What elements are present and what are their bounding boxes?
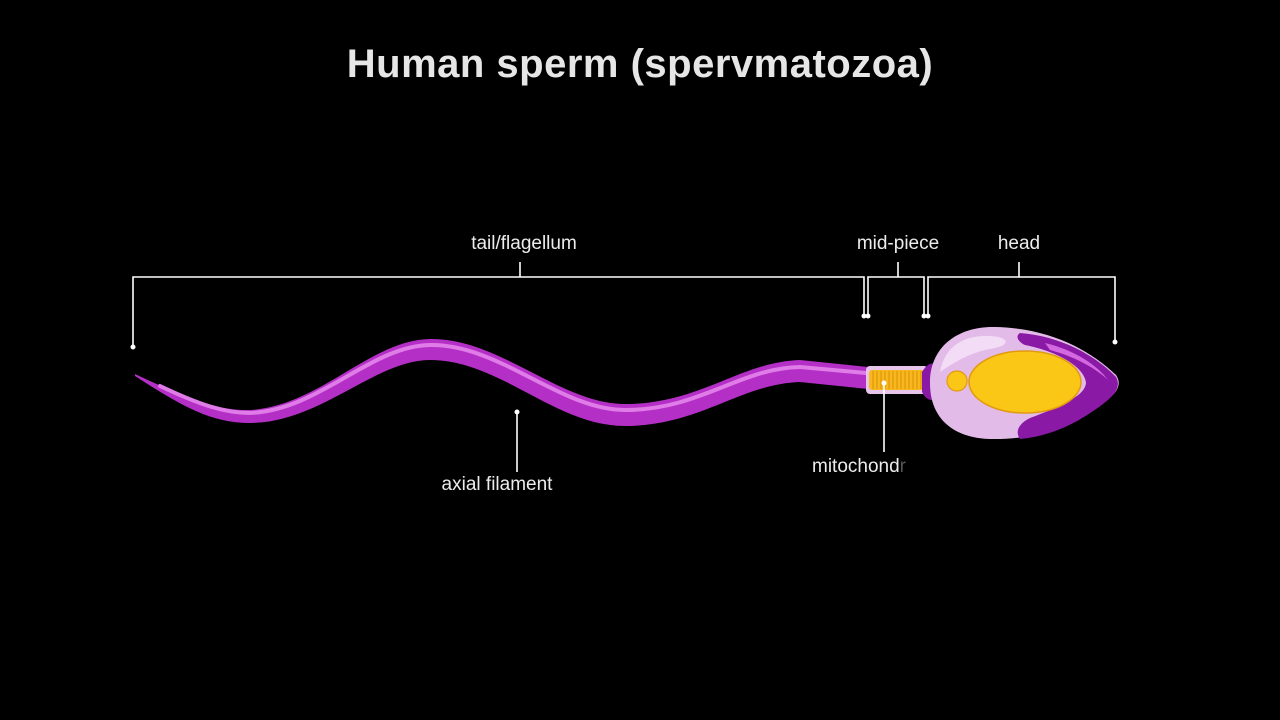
label-mitochondria-text: mitochond [812, 456, 900, 477]
leader-dots [130, 313, 1118, 415]
diagram-title: Human sperm (spervmatozoa) [346, 42, 934, 86]
label-head: head [997, 233, 1041, 254]
label-axial-filament: axial filament [441, 474, 553, 495]
leader-lines [132, 262, 1116, 472]
label-mitochondria: mitochondr [812, 456, 906, 478]
label-mid-piece: mid-piece [856, 233, 940, 254]
head [930, 326, 1119, 440]
label-tail-flagellum: tail/flagellum [471, 233, 577, 254]
mitochondria-rings [872, 371, 922, 389]
label-mitochondria-fading: r [899, 456, 906, 477]
tail-flagellum [135, 338, 868, 426]
mid-piece [866, 363, 936, 400]
